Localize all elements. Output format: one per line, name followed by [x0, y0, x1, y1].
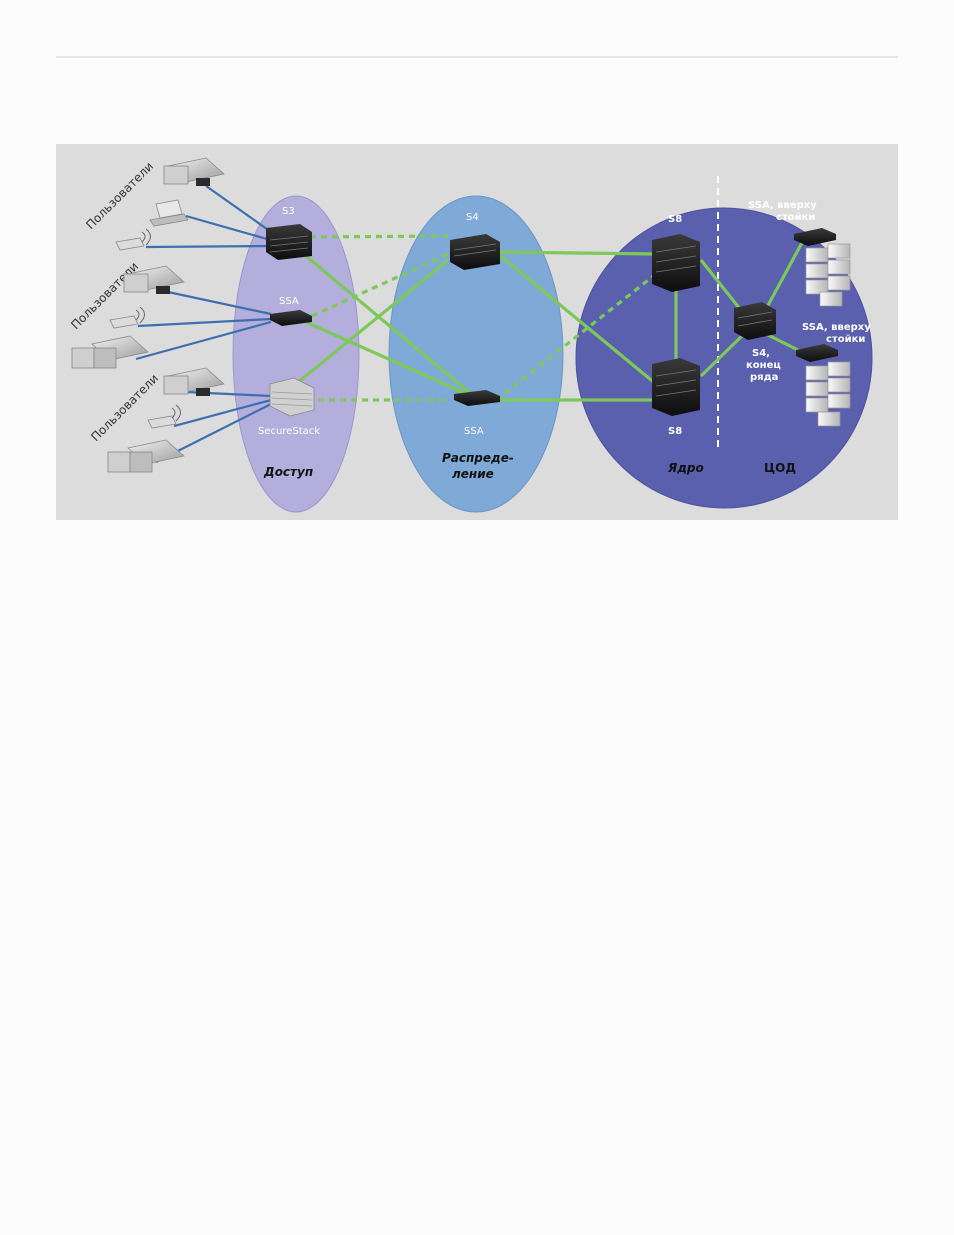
- securestack-label: SecureStack: [258, 426, 320, 437]
- access-zone-label: Доступ: [263, 465, 313, 479]
- users-label-1: Пользователи: [83, 159, 156, 232]
- desktop-pc-icon: [164, 158, 224, 186]
- wireless-device-icon: [116, 229, 151, 250]
- s8-top-label: S8: [668, 214, 682, 225]
- laptop-icon: [150, 200, 188, 226]
- ssa-distribution-label: SSA: [464, 426, 484, 437]
- ssa-top-of-rack-2-label-2: стойки: [826, 334, 865, 345]
- network-diagram: Пользователи Пользователи Пользователи: [56, 144, 898, 520]
- s4-end-of-row-label-1: S4,: [752, 348, 770, 359]
- ssa-top-of-rack-2-label-1: SSA, вверху: [802, 322, 871, 333]
- s4-end-of-row-switch-icon: [734, 302, 776, 340]
- ssa-access-label: SSA: [279, 296, 299, 307]
- desktop-pc-icon: [72, 336, 148, 368]
- ssa-top-of-rack-1-label-1: SSA, вверху: [748, 200, 817, 211]
- s4-end-of-row-label-3: ряда: [750, 372, 778, 383]
- s8-bottom-chassis-icon: [652, 358, 700, 416]
- s4-distribution-switch-icon: [450, 234, 500, 270]
- s8-top-chassis-icon: [652, 234, 700, 292]
- s4-end-of-row-label-2: конец: [746, 360, 781, 371]
- core-zone-label: Ядро: [667, 461, 704, 475]
- s4-distribution-label: S4: [466, 212, 479, 223]
- users-label-3: Пользователи: [88, 371, 161, 444]
- s3-switch-icon: [266, 224, 312, 260]
- distribution-zone-label-line1: Распреде-: [442, 451, 514, 465]
- desktop-pc-icon: [108, 440, 184, 472]
- ssa-top-of-rack-1-label-2: стойки: [776, 212, 815, 223]
- s8-bottom-label: S8: [668, 426, 682, 437]
- s3-label: S3: [282, 206, 295, 217]
- distribution-zone-label-line2: ление: [452, 467, 494, 481]
- datacenter-zone-label: ЦОД: [764, 461, 796, 475]
- top-rule: [56, 56, 898, 58]
